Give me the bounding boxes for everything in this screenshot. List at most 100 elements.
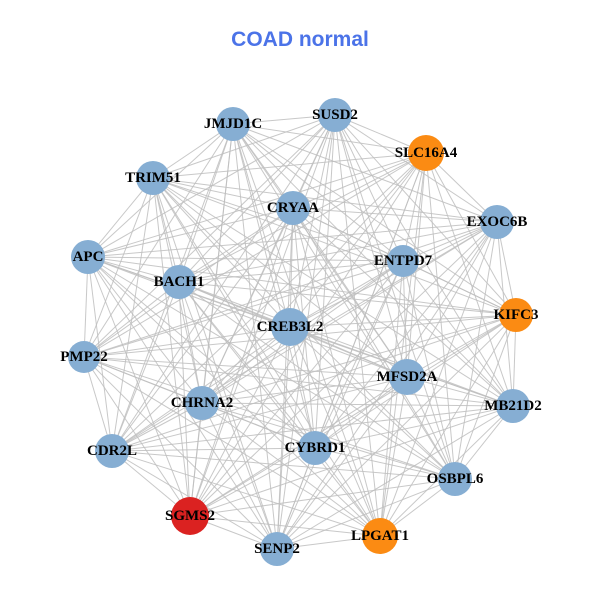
edges-layer — [83, 114, 517, 550]
edge — [276, 405, 514, 550]
edge — [83, 326, 291, 358]
node-pmp22 — [68, 341, 100, 373]
node-cdr2l — [95, 434, 129, 468]
edge — [402, 260, 514, 407]
edge — [152, 177, 294, 209]
node-sgms2 — [171, 497, 209, 535]
edge — [289, 260, 404, 328]
edge — [201, 402, 278, 550]
node-label-susd2: SUSD2 — [312, 107, 358, 123]
edge — [87, 256, 381, 537]
edge — [83, 356, 191, 517]
edge — [87, 256, 278, 550]
node-label-cryaa: CRYAA — [267, 200, 319, 216]
edge — [276, 207, 294, 550]
edge — [334, 114, 381, 537]
edge — [276, 478, 456, 550]
edge — [289, 221, 498, 328]
edge — [87, 256, 191, 517]
edge — [232, 123, 404, 262]
node-label-jmjd1c: JMJD1C — [204, 116, 262, 132]
edge — [334, 114, 404, 262]
edge — [402, 260, 517, 316]
edge — [334, 114, 514, 407]
edge — [178, 281, 278, 550]
node-bach1 — [162, 265, 196, 299]
edge — [87, 256, 408, 378]
edge — [189, 515, 381, 537]
node-chrna2 — [185, 386, 219, 420]
node-apc — [71, 240, 105, 274]
node-label-mfsd2a: MFSD2A — [377, 369, 438, 385]
node-label-creb3l2: CREB3L2 — [257, 319, 324, 335]
edge — [454, 314, 517, 480]
edge — [178, 123, 234, 283]
edge — [289, 326, 408, 378]
edge — [379, 221, 498, 537]
edge — [276, 326, 291, 550]
edge — [379, 260, 404, 537]
edge — [292, 207, 514, 407]
edge — [292, 207, 381, 537]
node-label-cybrd1: CYBRD1 — [285, 440, 346, 456]
node-entpd7 — [387, 245, 419, 277]
edge — [83, 356, 278, 550]
edge — [292, 207, 456, 480]
edge — [111, 376, 408, 452]
edge — [314, 405, 514, 449]
edge — [189, 447, 316, 517]
edge — [83, 260, 404, 358]
node-label-pmp22: PMP22 — [60, 349, 107, 365]
node-label-kifc3: KIFC3 — [494, 307, 539, 323]
edge — [232, 123, 427, 154]
node-cryaa — [276, 191, 310, 225]
edge — [152, 177, 498, 223]
edge — [379, 376, 408, 537]
edge — [83, 114, 336, 358]
node-cybrd1 — [298, 431, 332, 465]
edge — [232, 123, 316, 449]
node-trim51 — [136, 161, 170, 195]
node-lpgat1 — [362, 518, 398, 554]
node-label-cdr2l: CDR2L — [87, 443, 137, 459]
node-label-mb21d2: MB21D2 — [484, 398, 542, 414]
node-label-lpgat1: LPGAT1 — [351, 528, 409, 544]
edge — [189, 221, 498, 517]
edge — [87, 256, 113, 452]
edge — [276, 376, 408, 550]
node-senp2 — [260, 532, 294, 566]
figure-title: COAD normal — [231, 28, 369, 51]
edge — [276, 221, 498, 550]
edge — [111, 281, 180, 452]
edge — [189, 478, 456, 517]
edge — [178, 207, 294, 283]
edge — [111, 447, 316, 452]
edge — [402, 152, 427, 262]
edge — [87, 256, 316, 449]
node-label-sgms2: SGMS2 — [165, 508, 215, 524]
edge — [111, 450, 381, 537]
edge — [87, 256, 456, 480]
edge — [232, 123, 498, 223]
edge — [152, 177, 408, 378]
edge — [178, 114, 336, 283]
node-label-apc: APC — [73, 249, 104, 265]
edge — [83, 356, 514, 407]
edge — [314, 260, 404, 449]
edge — [232, 123, 514, 407]
node-label-chrna2: CHRNA2 — [171, 395, 234, 411]
edge — [201, 402, 514, 407]
edge — [178, 281, 191, 517]
node-susd2 — [318, 98, 352, 132]
edge — [111, 450, 456, 480]
edge — [314, 376, 408, 449]
edge — [425, 152, 456, 480]
edge — [83, 152, 427, 358]
edge — [83, 221, 498, 358]
nodes-layer — [68, 98, 533, 566]
edge — [201, 152, 427, 404]
edge — [189, 405, 514, 517]
node-jmjd1c — [216, 107, 250, 141]
edge — [189, 314, 517, 517]
